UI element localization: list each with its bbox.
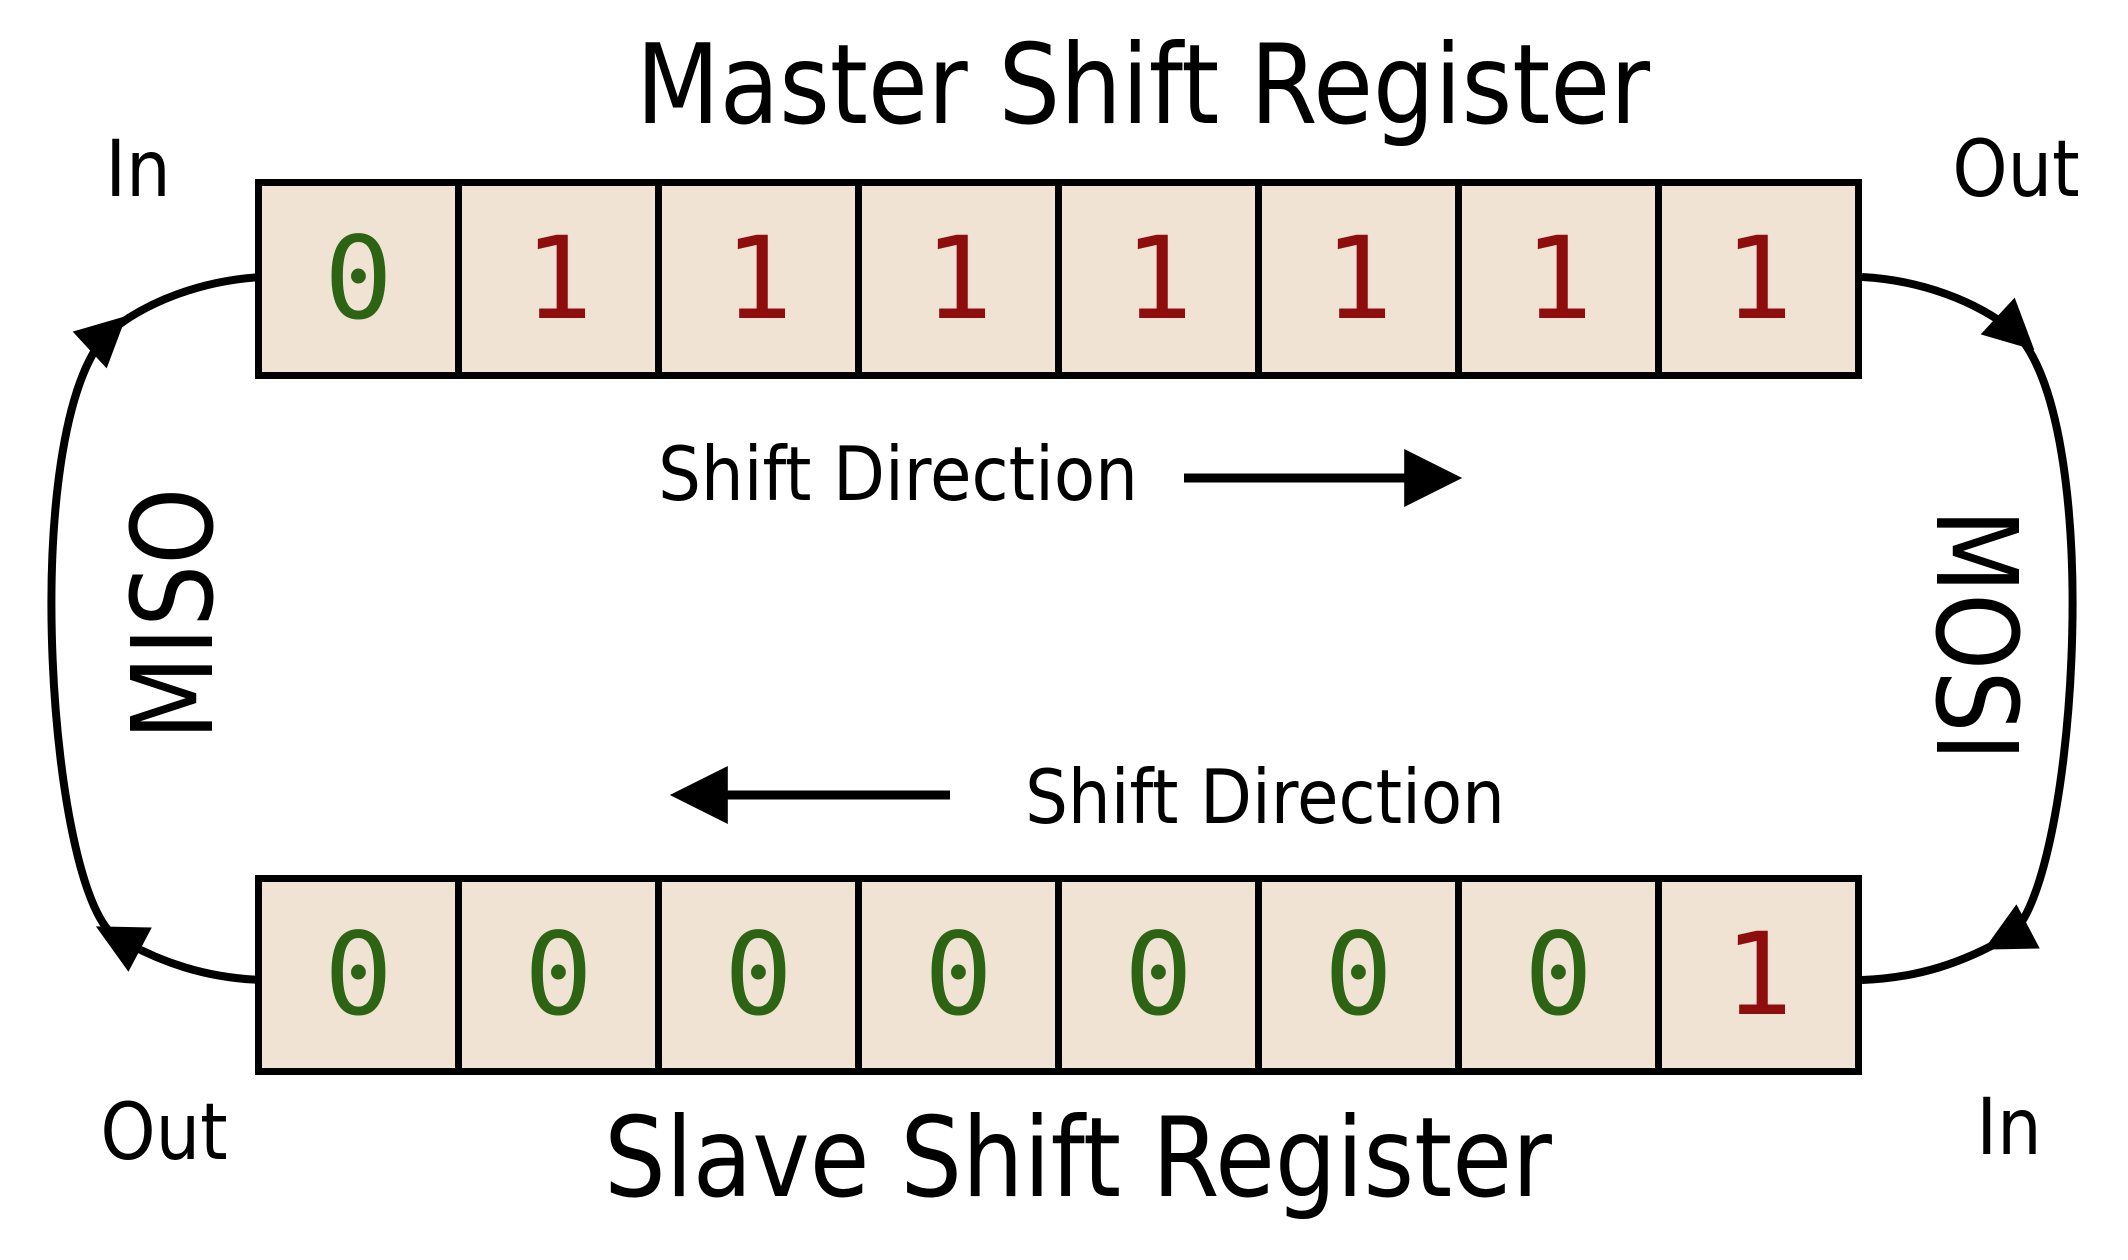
slave-out-label: Out bbox=[100, 1088, 228, 1178]
master-shift-direction-label: Shift Direction bbox=[658, 430, 1138, 518]
slave-bit-cell: 0 bbox=[662, 882, 862, 1068]
mosi-wire-curve-arrow bbox=[1861, 273, 2077, 984]
bit-value: 0 bbox=[724, 908, 793, 1041]
slave-register-title: Slave Shift Register bbox=[604, 1094, 1552, 1223]
slave-in-label: In bbox=[1976, 1083, 2042, 1173]
master-bit-cell: 1 bbox=[1462, 186, 1662, 372]
slave-bit-cell: 0 bbox=[262, 882, 462, 1068]
master-bit-cell: 1 bbox=[1062, 186, 1262, 372]
slave-bit-cell: 1 bbox=[1662, 882, 1855, 1068]
master-bit-cell: 1 bbox=[1662, 186, 1855, 372]
bit-value: 0 bbox=[524, 908, 593, 1041]
bit-value: 1 bbox=[1724, 212, 1793, 345]
slave-shift-register: 0 0 0 0 0 0 0 1 bbox=[255, 875, 1862, 1075]
master-bit-cell: 1 bbox=[1262, 186, 1462, 372]
miso-wire-curve-arrow bbox=[47, 273, 263, 984]
bit-value: 1 bbox=[1724, 908, 1793, 1041]
bit-value: 0 bbox=[1124, 908, 1193, 1041]
master-out-label: Out bbox=[1952, 125, 2080, 215]
master-bit-cell: 1 bbox=[862, 186, 1062, 372]
bit-value: 0 bbox=[324, 212, 393, 345]
bit-value: 0 bbox=[924, 908, 993, 1041]
bit-value: 0 bbox=[1324, 908, 1393, 1041]
slave-bit-cell: 0 bbox=[462, 882, 662, 1068]
bit-value: 1 bbox=[1124, 212, 1193, 345]
bit-value: 1 bbox=[924, 212, 993, 345]
bit-value: 1 bbox=[724, 212, 793, 345]
bit-value: 0 bbox=[324, 908, 393, 1041]
master-in-label: In bbox=[105, 125, 171, 215]
master-bit-cell: 1 bbox=[662, 186, 862, 372]
mosi-bus-label: MOSI bbox=[1910, 508, 2040, 762]
slave-bit-cell: 0 bbox=[1262, 882, 1462, 1068]
master-bit-cell: 0 bbox=[262, 186, 462, 372]
bit-value: 1 bbox=[524, 212, 593, 345]
master-shift-register: 0 1 1 1 1 1 1 1 bbox=[255, 179, 1862, 379]
miso-bus-label: MISO bbox=[109, 487, 239, 741]
master-bit-cell: 1 bbox=[462, 186, 662, 372]
bit-value: 0 bbox=[1524, 908, 1593, 1041]
slave-shift-direction-label: Shift Direction bbox=[1025, 753, 1505, 841]
master-register-title: Master Shift Register bbox=[635, 21, 1651, 150]
slave-bit-cell: 0 bbox=[862, 882, 1062, 1068]
bit-value: 1 bbox=[1524, 212, 1593, 345]
slave-bit-cell: 0 bbox=[1062, 882, 1262, 1068]
bit-value: 1 bbox=[1324, 212, 1393, 345]
slave-bit-cell: 0 bbox=[1462, 882, 1662, 1068]
